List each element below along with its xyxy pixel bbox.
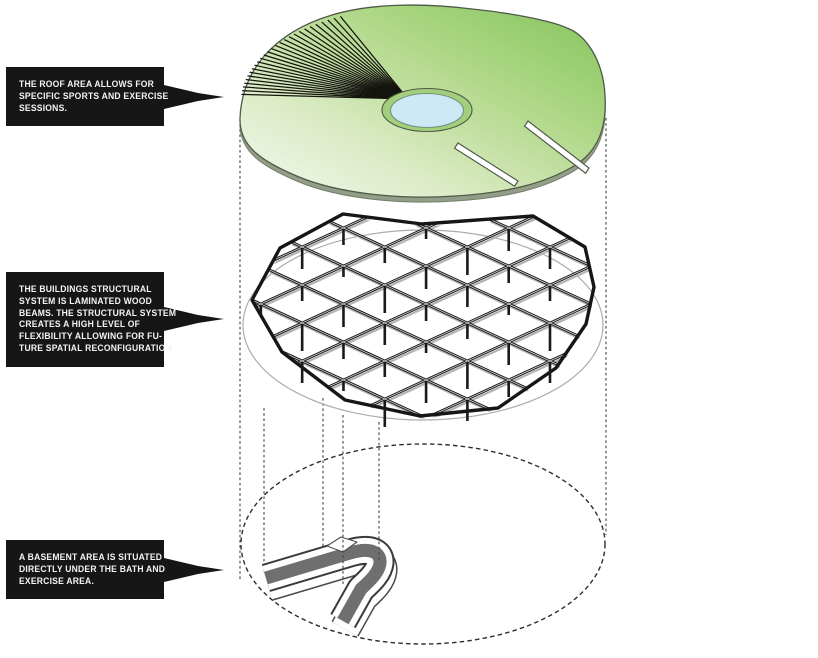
roof-slit-inner <box>453 142 519 188</box>
callout-text-line: SESSIONS. <box>19 102 68 114</box>
pool <box>389 92 465 129</box>
callout-box: THE ROOF AREA ALLOWS FOR SPECIFIC SPORTS… <box>6 67 169 127</box>
basement-cylinder-outline <box>240 443 606 645</box>
callout-text-line: SPECIFIC SPORTS AND EXERCISE <box>19 90 169 102</box>
diagrid-columns <box>259 229 552 427</box>
diagrid-perimeter <box>250 212 596 418</box>
roof-slit-outer <box>523 120 590 175</box>
callout-box: A BASEMENT AREA IS SITUATED DIRECTLY UND… <box>6 540 166 600</box>
callout-text-line: TURE SPATIAL RECONFIGURATION. <box>19 342 175 354</box>
callout-text-line: DIRECTLY UNDER THE BATH AND <box>19 563 166 575</box>
callout-pointer-icon <box>164 557 224 582</box>
roof-louver-fan <box>241 15 409 100</box>
callout-text-line: SYSTEM IS LAMINATED WOOD <box>19 295 153 307</box>
callout-structure: THE BUILDINGS STRUCTURAL SYSTEM IS LAMIN… <box>6 272 226 367</box>
callout-text-line: A BASEMENT AREA IS SITUATED <box>19 552 163 563</box>
callout-pointer-icon <box>164 84 224 109</box>
basement-level <box>240 443 606 645</box>
callout-basement: A BASEMENT AREA IS SITUATED DIRECTLY UND… <box>6 540 226 600</box>
basement-stair-notch <box>326 536 358 553</box>
callout-text-line: CREATES A HIGH LEVEL OF <box>19 319 141 331</box>
projection-guides <box>239 118 607 585</box>
callout-text-line: FLEXIBILITY ALLOWING FOR FU- <box>19 331 163 343</box>
callout-text-line: THE ROOF AREA ALLOWS FOR <box>19 79 155 90</box>
callout-box: THE BUILDINGS STRUCTURAL SYSTEM IS LAMIN… <box>6 272 177 367</box>
callout-text-line: THE BUILDINGS STRUCTURAL <box>19 284 152 295</box>
callout-text-line: BEAMS. THE STRUCTURAL SYSTEM <box>19 307 177 319</box>
callout-roof: THE ROOF AREA ALLOWS FOR SPECIFIC SPORTS… <box>6 67 226 127</box>
roof-level <box>239 4 606 203</box>
basement-floor <box>264 543 387 625</box>
basement-trench <box>261 535 398 637</box>
callout-text-line: EXERCISE AREA. <box>19 575 95 587</box>
callout-pointer-icon <box>164 307 224 332</box>
